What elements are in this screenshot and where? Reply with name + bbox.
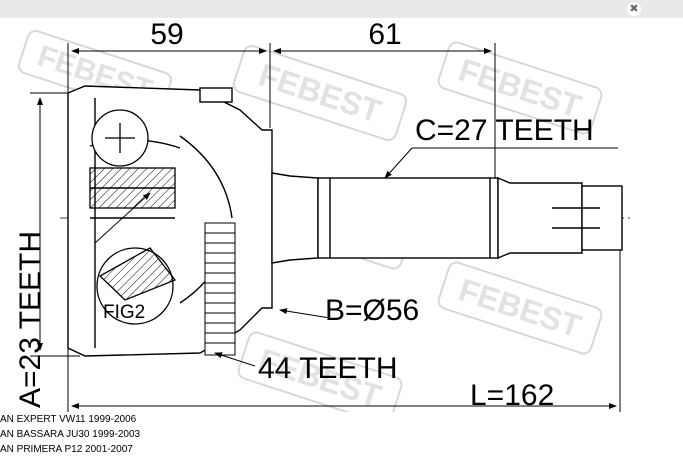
seal-diameter-label: B=Ø56 [325,294,419,327]
output-shaft [271,172,623,264]
viewer-toolbar: ✖ [0,0,683,18]
application-item: AN EXPERT VW11 1999-2006 [0,414,137,425]
spline-outer-label: C=27 TEETH [415,114,594,147]
inner-race [89,109,176,209]
dimension-arrows [37,48,617,409]
applications-list: AN EXPERT VW11 1999-2006 AN BASSARA JU30… [0,412,683,467]
fig2-label: FIG2 [103,302,145,323]
fig2-detail [96,247,177,325]
close-icon[interactable]: ✖ [627,2,641,16]
application-item: AN BASSARA JU30 1999-2003 [0,429,141,440]
dim-61-label: 61 [368,18,401,51]
abs-ring [204,222,236,356]
total-length-label: L=162 [470,379,554,412]
application-item: AN PRIMERA P12 2001-2007 [0,444,133,455]
leader-lines [94,147,618,367]
technical-drawing: FEBEST FEBEST FEBEST FEBEST FEBEST FEBES… [14,18,630,413]
dim-59-label: 59 [150,18,183,51]
spline-inner-label: A=23 TEETH [14,231,47,408]
abs-teeth-label: 44 TEETH [258,352,398,385]
